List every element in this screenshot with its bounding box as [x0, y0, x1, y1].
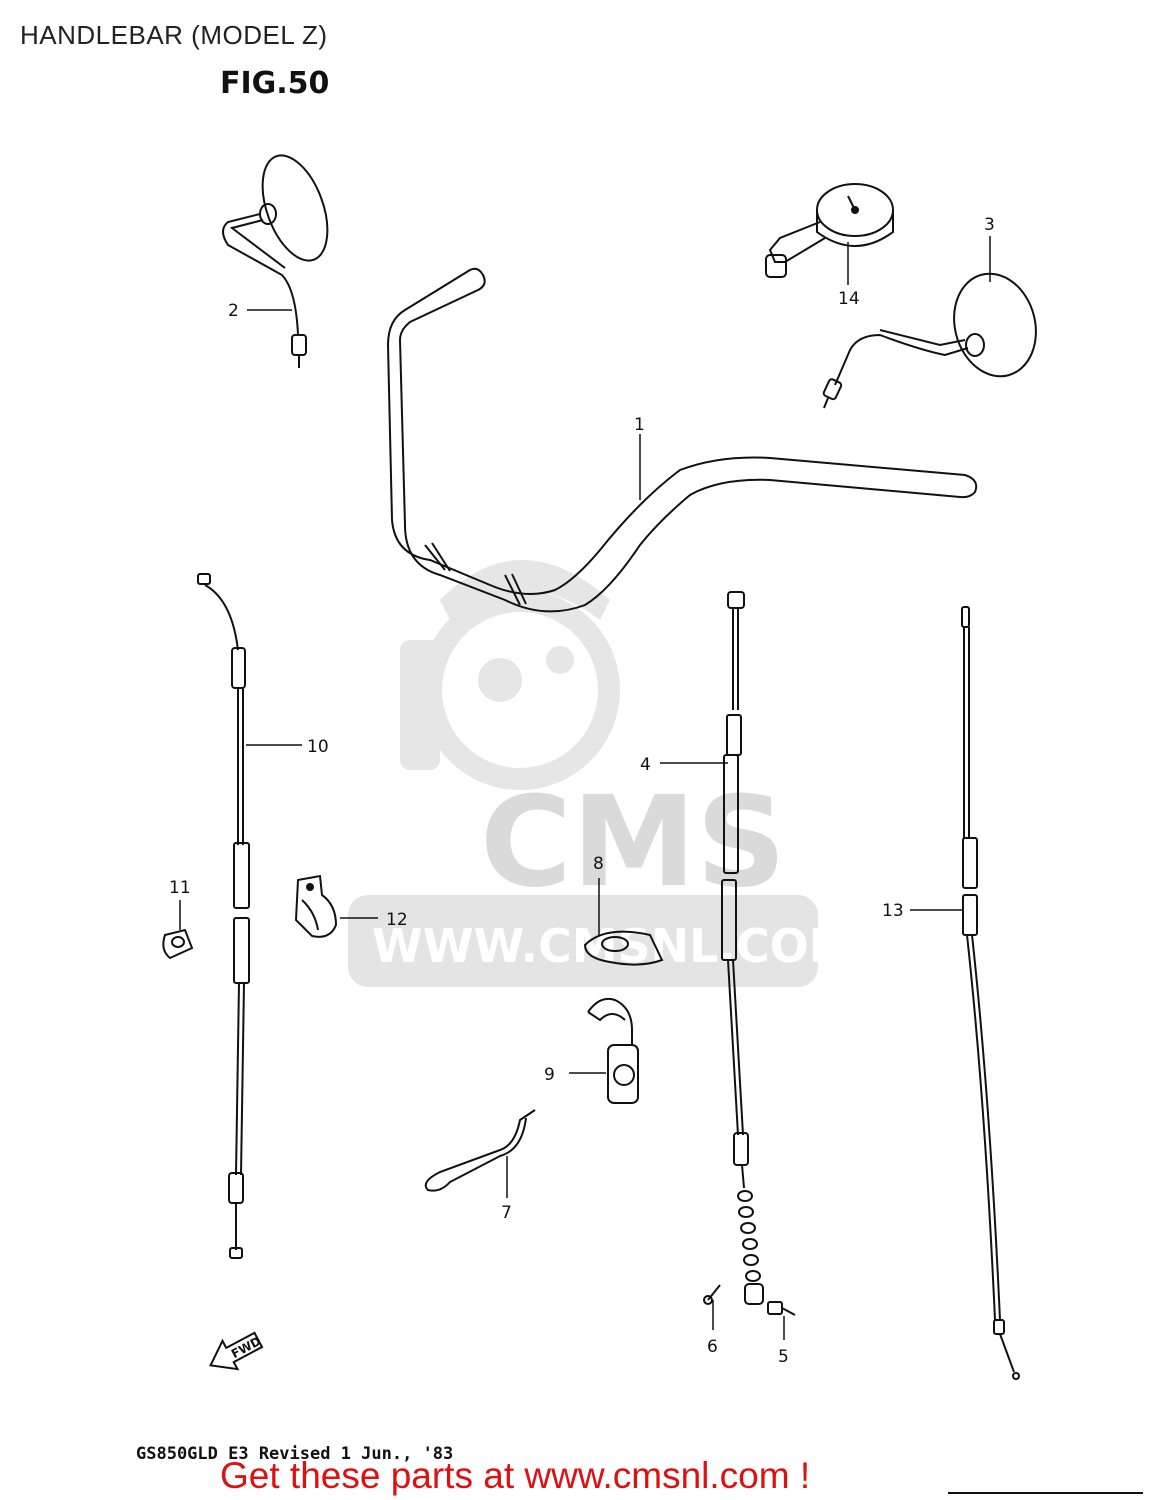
bolt-5-drawing: [767, 1301, 796, 1316]
fwd-arrow: FWD: [209, 1331, 264, 1371]
mirror-left-drawing: [222, 154, 329, 368]
callout-11: 11: [169, 878, 191, 898]
callout-6: 6: [707, 1337, 718, 1357]
callout-10: 10: [307, 737, 329, 757]
wire-7-drawing: [424, 1109, 536, 1192]
bracket-9-drawing: [587, 997, 639, 1104]
cable-10-drawing: [197, 573, 250, 1259]
fwd-arrow-icon: [209, 1331, 264, 1371]
watermark: CMS WWW.CMSNL.COM: [348, 560, 855, 987]
callout-2: 2: [228, 301, 239, 321]
handlebar-outline: [386, 267, 978, 613]
watermark-url-text: WWW.CMSNL.COM: [372, 919, 855, 973]
cable-13-drawing: [961, 606, 1020, 1380]
callout-14: 14: [838, 289, 860, 309]
clamp-11-drawing: [162, 928, 194, 960]
footer-cta-link[interactable]: Get these parts at www.cmsnl.com !: [220, 1455, 811, 1496]
watermark-logo-text: CMS: [480, 770, 786, 915]
callout-4: 4: [640, 755, 651, 775]
cable-4-drawing: [721, 591, 764, 1305]
callout-3: 3: [984, 215, 995, 235]
watermark-url-plate: [348, 895, 818, 987]
callout-9: 9: [544, 1065, 555, 1085]
guide-8-drawing: [583, 930, 664, 966]
callouts: 2 3 14 1 10 11 12 8 9 7 4 6 5 13: [169, 215, 995, 1367]
callout-12: 12: [386, 910, 408, 930]
callout-5: 5: [778, 1347, 789, 1367]
mirror-left-glass: [261, 154, 329, 262]
cable-4-boot: [737, 1190, 761, 1282]
handlebar-drawing: [386, 267, 978, 613]
callout-7: 7: [501, 1203, 512, 1223]
footer-model-code: GS850GLD E3 Revised 1 Jun., '83: [136, 1444, 454, 1464]
screw-6-drawing: [703, 1284, 721, 1305]
callout-1: 1: [634, 415, 645, 435]
footer-rule: [948, 1492, 1143, 1494]
clamp-12-drawing: [294, 874, 338, 938]
figure-label: FIG.50: [220, 66, 330, 101]
gauge-drawing: [765, 183, 894, 278]
callout-13: 13: [882, 901, 904, 921]
mirror-right-drawing: [822, 272, 1037, 409]
callout-8: 8: [593, 854, 604, 874]
page-title: HANDLEBAR (MODEL Z): [20, 20, 328, 50]
mirror-right-glass: [953, 272, 1037, 378]
leader-lines: [179, 236, 991, 1340]
